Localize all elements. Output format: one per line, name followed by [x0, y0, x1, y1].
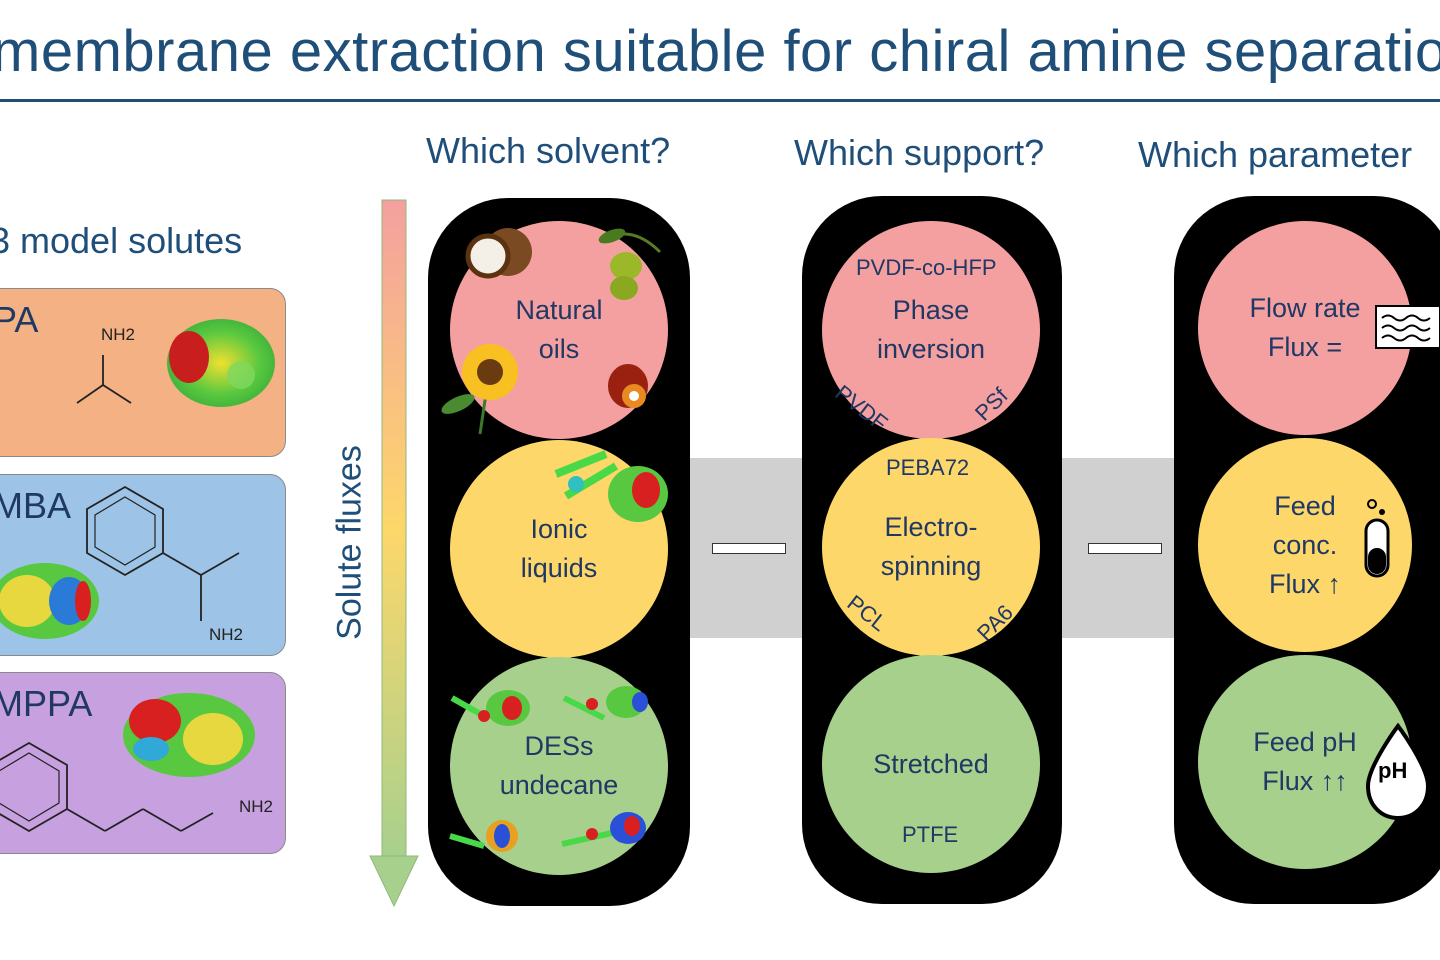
solute-card-mppa: MPPA NH2: [0, 672, 286, 854]
mppa-nh2-label: NH2: [239, 797, 274, 816]
pvdf-co-hfp-label: PVDF-co-HFP: [856, 255, 997, 280]
flux-arrow-icon: [369, 199, 419, 908]
electrospinning-line1: Electro-: [884, 512, 978, 542]
minus-sign-1: [712, 543, 786, 554]
axis-label: Solute fluxes: [330, 445, 369, 640]
flow-waves-icon: [1375, 305, 1440, 349]
ionic-liquids-line1: Ionic: [530, 514, 588, 544]
ionic-liquid-molecule-icon: [554, 450, 668, 522]
mba-esp-surface-icon: [0, 563, 99, 639]
sunflower-icon: [441, 344, 518, 435]
peba72-label: PEBA72: [886, 455, 970, 480]
feed-conc-line1: Feed: [1274, 490, 1336, 521]
mppa-esp-surface-icon: [123, 693, 255, 777]
pa-structure-icon: [76, 355, 132, 404]
title-underline: [0, 99, 1440, 102]
feed-conc-line2: conc.: [1272, 529, 1338, 560]
olive-icon: [598, 228, 662, 300]
circle-flow-rate: Flow rate Flux =: [1198, 221, 1412, 435]
dess-line1: DESs: [524, 731, 594, 761]
des-molecules-icon: [449, 686, 648, 852]
solutes-heading: 3 model solutes: [0, 220, 243, 261]
flow-rate-line2: Flux =: [1267, 332, 1343, 362]
circle-stretched: Stretched: [822, 655, 1040, 873]
circle-feed-ph: Feed pH Flux ↑↑: [1198, 655, 1412, 869]
mppa-structure-icon: [0, 741, 214, 833]
test-tube-icon: [1364, 499, 1390, 578]
stretched-line1: Stretched: [873, 748, 989, 779]
natural-oils-line2: oils: [538, 334, 580, 364]
ionic-liquids-line2: liquids: [520, 553, 598, 583]
solute-label-mba: MBA: [0, 485, 72, 526]
electrospinning-line2: spinning: [880, 551, 982, 581]
feed-ph-line2: Flux ↑↑: [1262, 766, 1348, 796]
circle-phase-inversion: Phase inversion: [822, 221, 1040, 439]
minus-sign-2: [1088, 543, 1162, 554]
solute-label-mppa: MPPA: [0, 683, 93, 724]
dess-line2: undecane: [499, 770, 619, 800]
solute-label-pa: PA: [0, 299, 39, 340]
ptfe-label: PTFE: [902, 822, 959, 847]
question-parameter: Which parameter: [1138, 134, 1413, 175]
phase-inversion-line2: inversion: [876, 334, 986, 364]
ph-icon-text: pH: [1378, 758, 1408, 783]
circle-electrospinning: Electro- spinning: [822, 438, 1040, 656]
mba-structure-icon: [86, 485, 240, 621]
pa-nh2-label: NH2: [101, 325, 136, 344]
flow-rate-line1: Flow rate: [1249, 293, 1361, 323]
pa-esp-surface-icon: [167, 319, 275, 407]
natural-oils-line1: Natural: [515, 295, 603, 325]
question-solvent: Which solvent?: [426, 130, 671, 171]
solute-card-mba: MBA NH2: [0, 474, 286, 656]
feed-ph-line1: Feed pH: [1253, 727, 1357, 757]
mba-nh2-label: NH2: [209, 625, 244, 644]
phase-inversion-line1: Phase: [892, 295, 970, 325]
page-title: membrane extraction suitable for chiral …: [0, 19, 1440, 84]
solute-card-pa: PA NH2: [0, 288, 286, 457]
palm-fruit-icon: [608, 364, 648, 408]
ph-drop-icon: [1365, 722, 1440, 821]
question-support: Which support?: [794, 132, 1045, 173]
feed-conc-line3: Flux ↑: [1268, 568, 1341, 599]
coconut-icon: [465, 228, 532, 279]
